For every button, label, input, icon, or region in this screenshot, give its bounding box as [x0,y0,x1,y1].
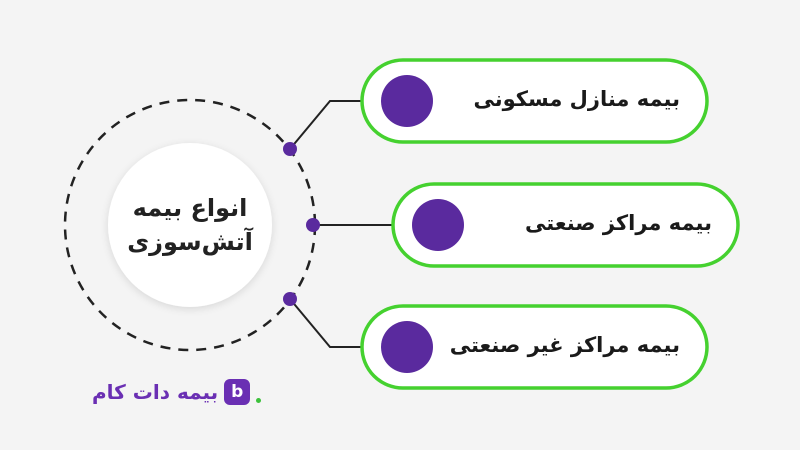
item-bullet-2 [412,199,464,251]
connector-dot-2 [306,218,320,232]
connector-line-3 [289,298,362,348]
brand-logo-text: بیمه دات کام [92,380,219,404]
item-bullet-1 [381,75,433,127]
center-title: انواع بیمه آتش‌سوزی [110,150,270,300]
item-label-3: بیمه مراکز غیر صنعتی [449,333,680,357]
center-title-line-2: آتش‌سوزی [127,228,253,256]
brand-logo-badge-icon: b [224,379,251,405]
connector-dot-1 [283,142,297,156]
center-title-line-1: انواع بیمه [132,194,248,222]
item-pill-2 [391,182,740,268]
connector-line-1 [289,100,362,150]
center-circle [108,143,272,307]
item-pill-3 [360,304,709,390]
connector-dot-3 [283,292,297,306]
brand-logo: بیمه دات کام b [92,377,262,407]
item-label-2: بیمه مراکز صنعتی [525,211,712,235]
item-label-1: بیمه منازل مسکونی [473,87,680,111]
item-bullet-3 [381,321,433,373]
brand-logo-dot [256,398,262,403]
item-pill-1 [360,58,709,144]
